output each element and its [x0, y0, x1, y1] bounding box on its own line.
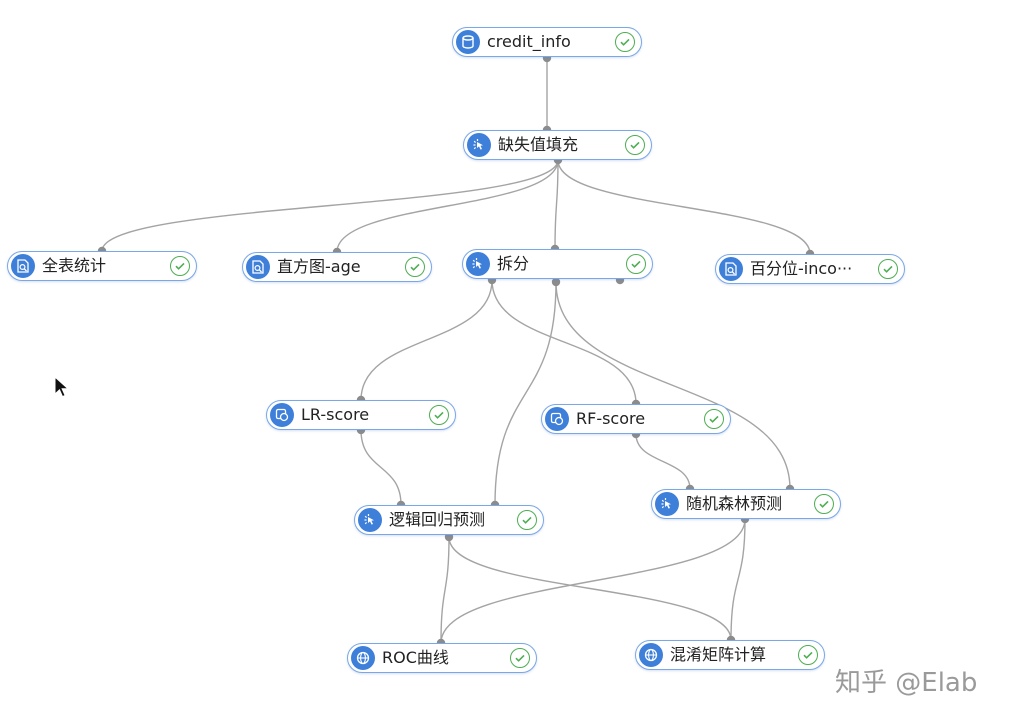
node-roc-curve[interactable]: ROC曲线	[347, 643, 537, 673]
stats-report-icon	[719, 257, 743, 281]
node-label: RF-score	[576, 409, 646, 428]
node-label: 拆分	[497, 254, 530, 273]
success-check-icon	[625, 135, 645, 155]
model-icon	[545, 407, 569, 431]
edge-fill-pct	[557, 159, 811, 255]
edge-rfpred-confusion	[730, 518, 746, 641]
node-label: ROC曲线	[382, 648, 449, 667]
edge-split-lrpred	[494, 281, 557, 506]
success-check-icon	[615, 32, 635, 52]
node-missing-value-fill[interactable]: 缺失值填充	[463, 130, 652, 160]
node-credit-info[interactable]: credit_info	[452, 27, 642, 57]
watermark: 知乎 @Elab	[835, 668, 978, 698]
node-label: credit_info	[487, 32, 571, 51]
node-histogram-age[interactable]: 直方图-age	[242, 252, 432, 282]
mouse-cursor-icon	[54, 376, 70, 398]
globe-icon	[351, 646, 375, 670]
node-percentile-income[interactable]: 百分位-inco···	[715, 254, 905, 284]
process-icon	[467, 133, 491, 157]
process-icon	[358, 508, 382, 532]
edge-lrpred-roc	[440, 536, 450, 644]
model-icon	[270, 403, 294, 427]
success-check-icon	[429, 405, 449, 425]
edge-fill-fullstats	[101, 159, 559, 252]
success-check-icon	[814, 494, 834, 514]
globe-icon	[639, 643, 663, 667]
stats-report-icon	[246, 255, 270, 279]
edge-rfpred-roc	[440, 518, 746, 644]
node-label: 直方图-age	[277, 257, 361, 276]
port-dot[interactable]	[551, 277, 561, 287]
success-check-icon	[798, 645, 818, 665]
success-check-icon	[878, 259, 898, 279]
success-check-icon	[510, 648, 530, 668]
edge-fill-hist	[336, 159, 559, 253]
edge-split-lr	[360, 279, 493, 401]
node-label: 混淆矩阵计算	[670, 645, 767, 664]
node-label: LR-score	[301, 405, 370, 424]
node-label: 全表统计	[42, 256, 107, 275]
node-random-forest-predict[interactable]: 随机森林预测	[651, 489, 841, 519]
process-icon	[655, 492, 679, 516]
node-logistic-regression-predict[interactable]: 逻辑回归预测	[354, 505, 544, 535]
node-label: 百分位-inco···	[750, 259, 853, 278]
edge-lrpred-confusion	[448, 536, 732, 641]
success-check-icon	[626, 254, 646, 274]
edge-split-rfpred	[555, 281, 791, 490]
edge-fill-split	[554, 159, 559, 250]
node-confusion-matrix[interactable]: 混淆矩阵计算	[635, 640, 825, 670]
stats-report-icon	[11, 254, 35, 278]
success-check-icon	[170, 256, 190, 276]
node-label: 缺失值填充	[498, 135, 579, 154]
node-lr-score[interactable]: LR-score	[266, 400, 456, 430]
edge-lr-lrpred	[360, 429, 402, 506]
node-split[interactable]: 拆分	[462, 249, 653, 279]
success-check-icon	[405, 257, 425, 277]
process-icon	[466, 252, 490, 276]
node-label: 随机森林预测	[686, 494, 783, 513]
database-icon	[456, 30, 480, 54]
edge-rf-rfpred	[635, 433, 691, 490]
node-rf-score[interactable]: RF-score	[541, 404, 731, 434]
node-full-table-stats[interactable]: 全表统计	[7, 251, 197, 281]
edge-split-rf	[491, 279, 637, 405]
success-check-icon	[517, 510, 537, 530]
node-label: 逻辑回归预测	[389, 510, 486, 529]
success-check-icon	[704, 409, 724, 429]
